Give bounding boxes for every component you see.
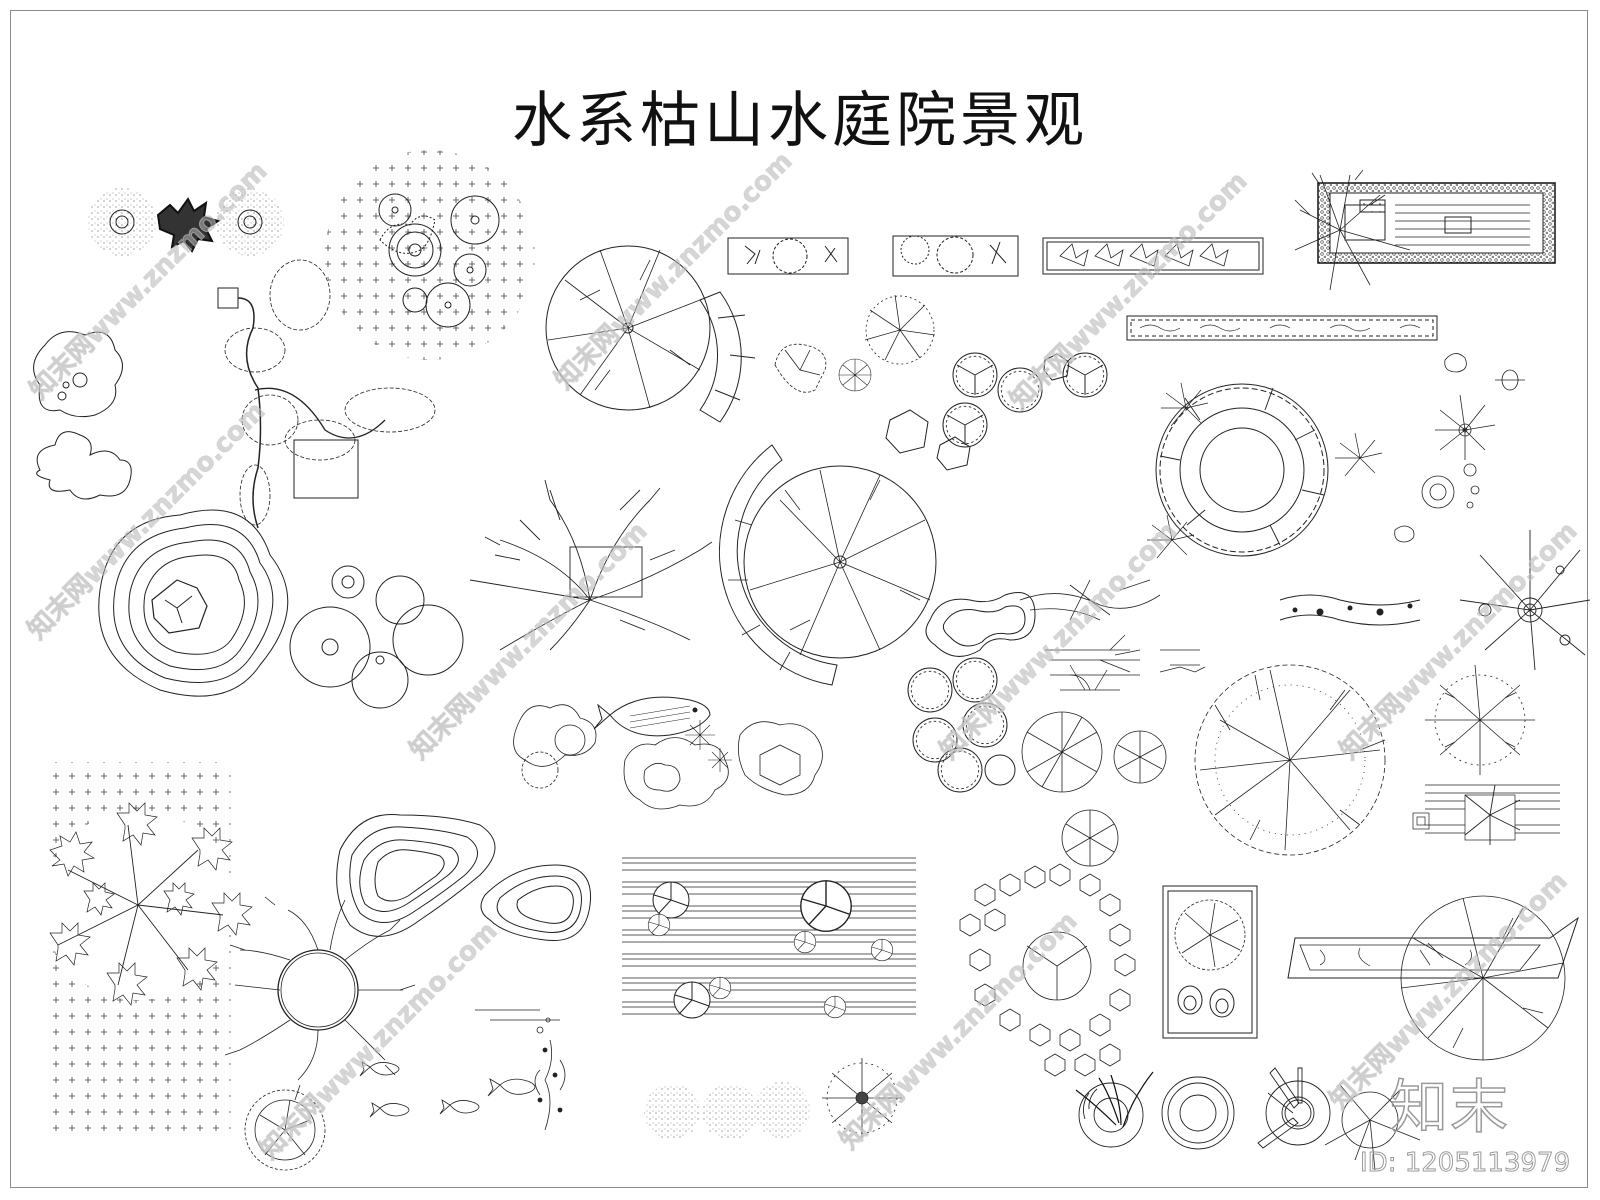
water-basin-symbols <box>1075 1067 1421 1171</box>
large-branch-tree-with-arc-path <box>545 245 756 423</box>
water-reeds <box>1045 634 1206 691</box>
water-lines-with-lilies <box>622 857 916 1019</box>
koi-fish-and-shrubs <box>513 696 823 810</box>
pond-with-grasses <box>925 579 1161 657</box>
bare-shrub-right <box>1394 353 1525 543</box>
circle-stepping-stones <box>289 565 464 709</box>
long-gravel-strip <box>1126 315 1438 341</box>
dark-star-shrub <box>1425 664 1535 775</box>
bonsai-pine <box>217 259 436 529</box>
shrub-pair-top-left <box>88 188 284 256</box>
circular-plaza-with-palms <box>1147 382 1383 559</box>
brand-logo: 知末 <box>1389 1072 1511 1142</box>
fish-and-waterweed <box>359 1009 566 1131</box>
root-tree-circle <box>224 896 416 1171</box>
meandering-stream <box>1279 594 1421 626</box>
stepping-stone-islands <box>33 331 132 500</box>
cobble-circle-path <box>959 863 1136 1077</box>
gravel-pond-with-tree <box>1294 169 1556 291</box>
planter-box-2 <box>892 235 1019 277</box>
leafy-tree-on-grid <box>43 762 253 1132</box>
bare-branch-tree <box>469 479 713 651</box>
asset-id-label: ID: 1205113979 <box>1359 1148 1571 1179</box>
contour-pond-shapes <box>336 813 592 942</box>
dotted-grid-tree-cluster <box>325 150 535 360</box>
radial-star-shrub-right <box>1459 530 1591 671</box>
deck-with-tree <box>1412 784 1560 845</box>
spoked-trees <box>1021 711 1167 867</box>
contour-rock-mound <box>98 509 289 697</box>
dotted-shrubs-bottom <box>644 1058 902 1140</box>
round-tree-with-arc-path <box>718 444 937 686</box>
stone-bench-with-tree <box>1287 895 1579 1061</box>
radial-tree-group <box>774 294 1108 471</box>
scallop-tree-cluster <box>907 657 1016 793</box>
page-title: 水系枯山水庭院景观 <box>512 86 1088 156</box>
framed-tree-box <box>1162 885 1258 1039</box>
planter-box-3 <box>1042 237 1264 275</box>
planter-box-1 <box>727 237 849 275</box>
drawing-frame <box>10 10 1588 1188</box>
dense-canopy-tree <box>1194 664 1386 856</box>
